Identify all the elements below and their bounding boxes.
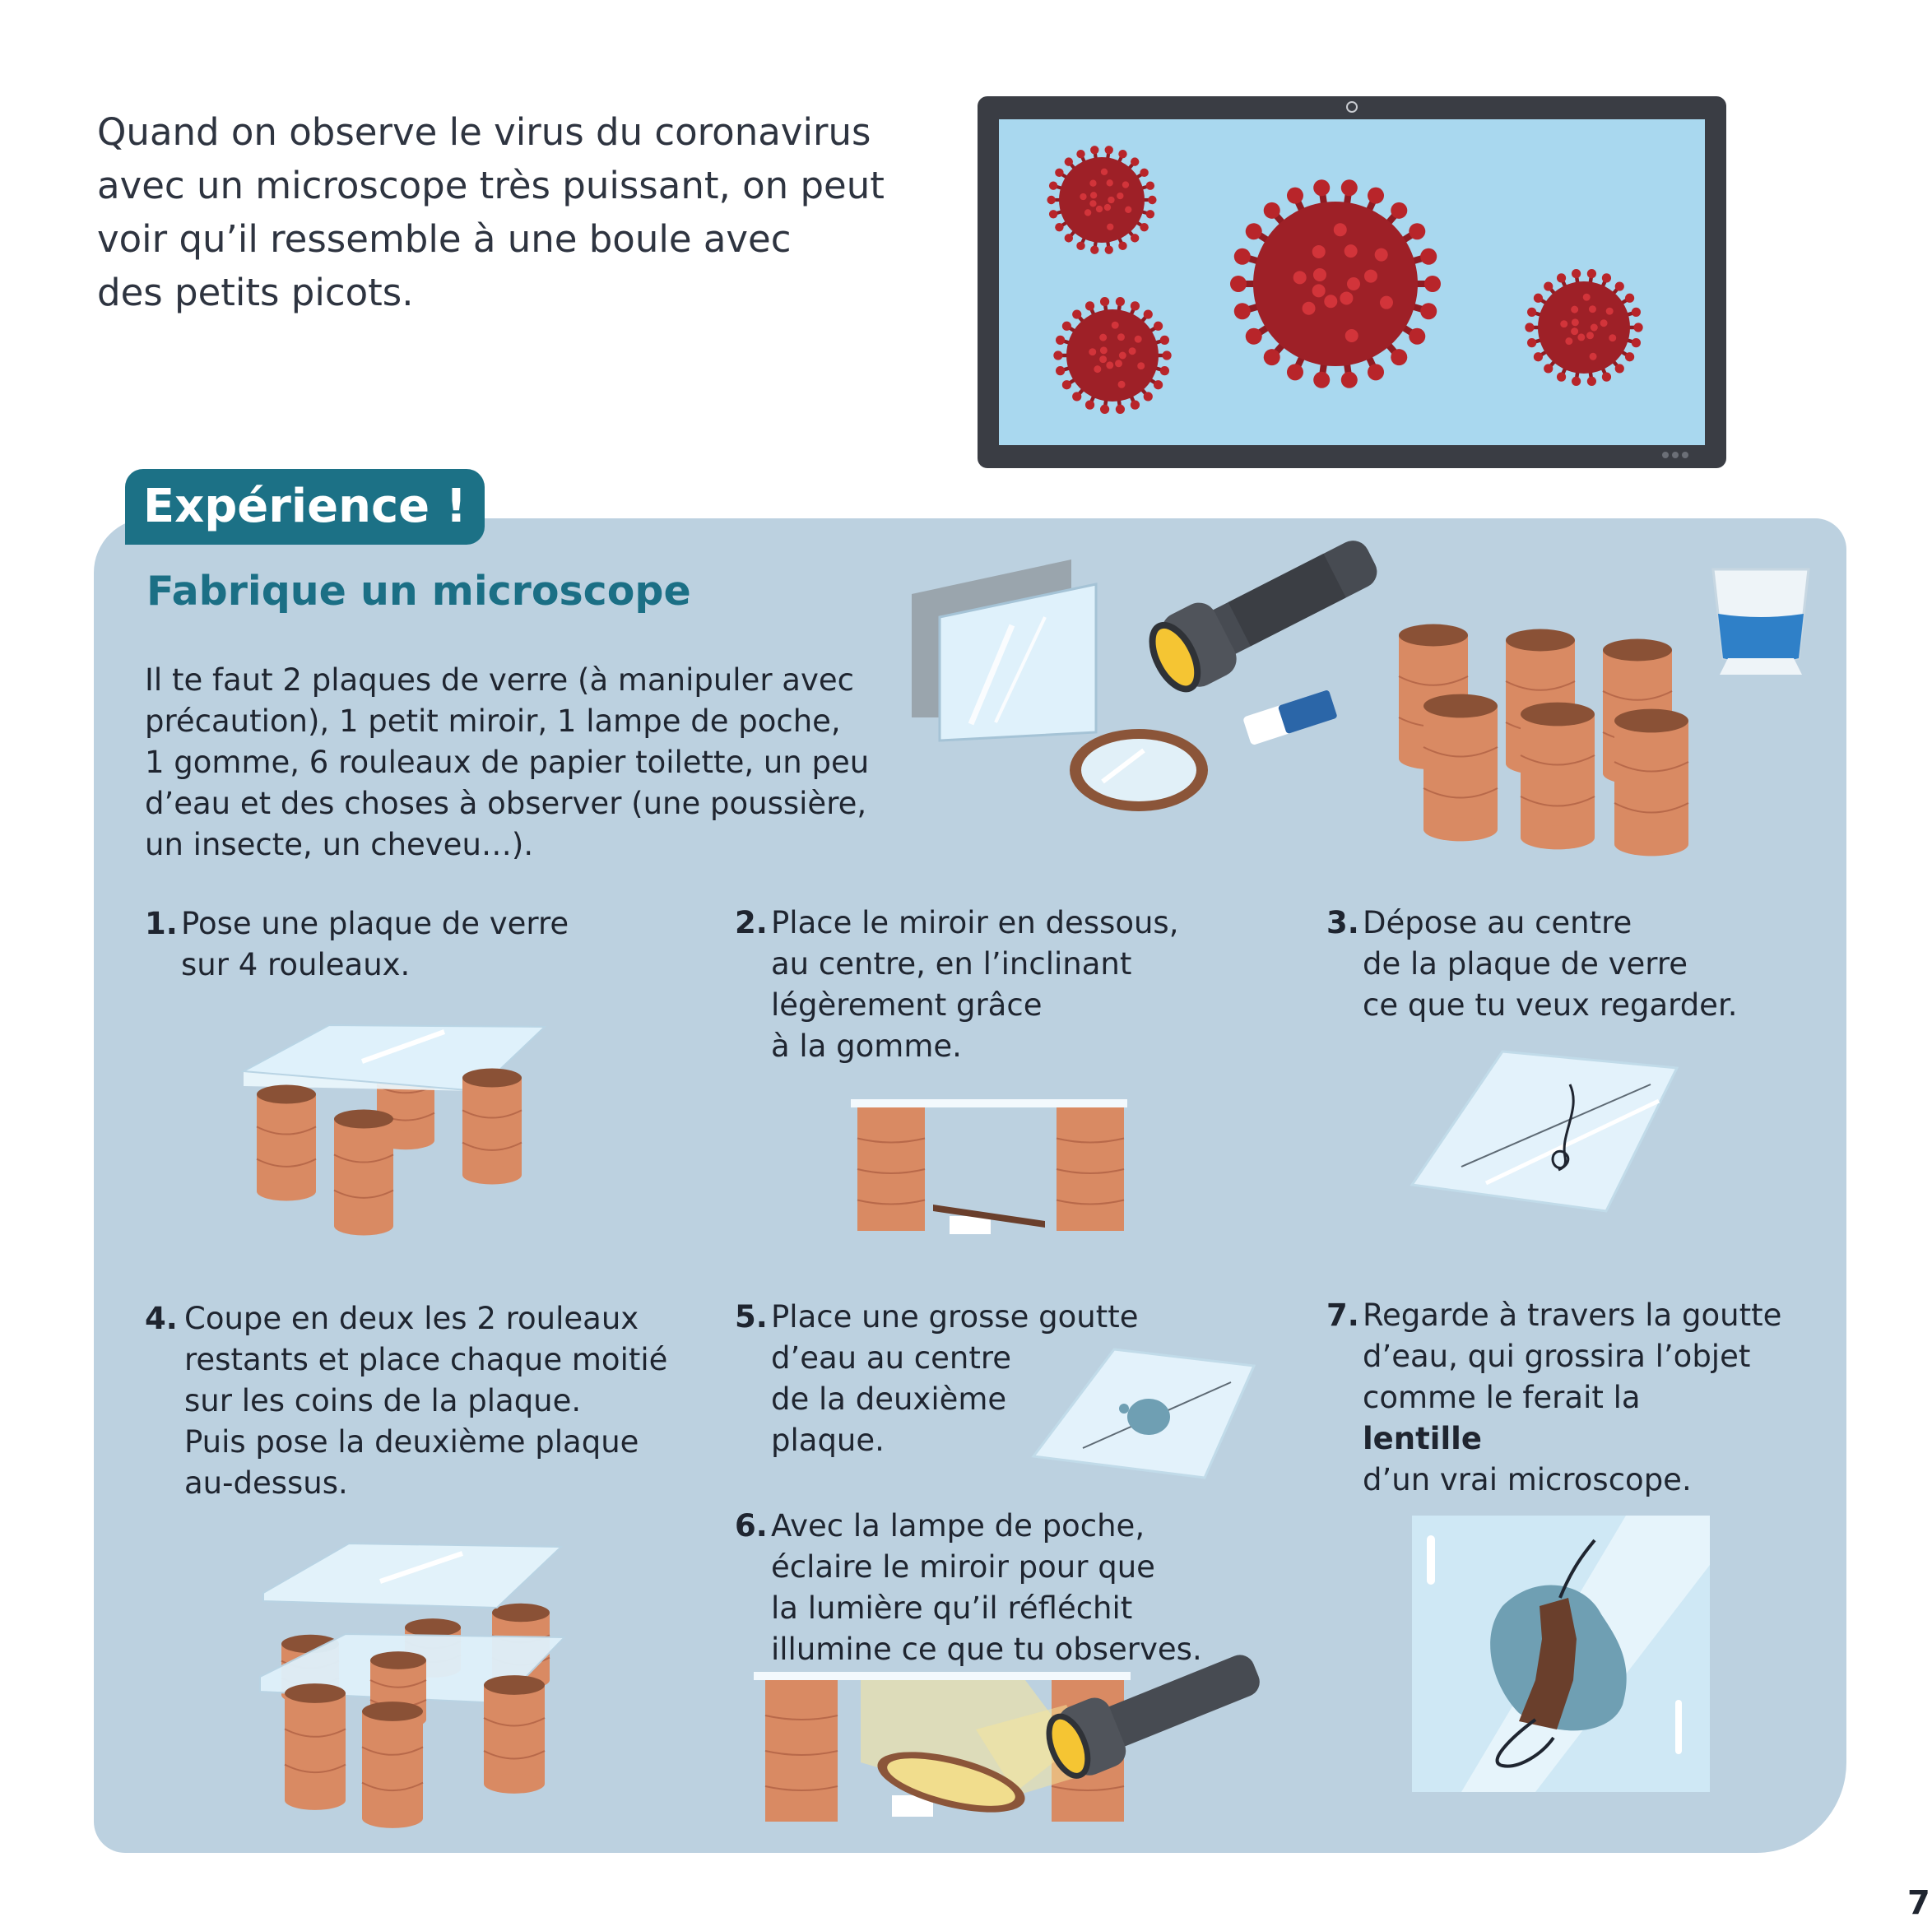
toilet-roll-icon bbox=[256, 1084, 317, 1201]
step-line: plaque. bbox=[771, 1423, 885, 1458]
step-line: Puis pose la deuxième plaque bbox=[184, 1424, 639, 1460]
toilet-roll-icon bbox=[1423, 694, 1498, 842]
intro-line: avec un microscope très puissant, on peu… bbox=[97, 164, 885, 207]
step-number: 6. bbox=[735, 1508, 768, 1544]
step-5-illustration bbox=[1031, 1348, 1256, 1479]
step-text: comme le ferait la bbox=[1363, 1380, 1641, 1415]
step-line: sur 4 rouleaux. bbox=[181, 947, 411, 982]
step-line: Dépose au centre bbox=[1363, 905, 1632, 940]
step-line: Pose une plaque de verre bbox=[181, 906, 569, 941]
step-line: Regarde à travers la goutte bbox=[1363, 1298, 1782, 1333]
step-number: 5. bbox=[735, 1299, 768, 1335]
screen-virus-illustration bbox=[978, 96, 1726, 468]
mirror-icon bbox=[1070, 729, 1208, 811]
supplies-line: d’eau et des choses à observer (une pous… bbox=[145, 786, 867, 821]
virus-icon bbox=[1047, 146, 1157, 254]
toilet-roll-icon bbox=[1520, 702, 1595, 850]
step-number: 7. bbox=[1326, 1298, 1359, 1333]
intro-line: voir qu’il ressemble à une boule avec bbox=[97, 217, 792, 261]
supplies-line: un insecte, un cheveu…). bbox=[145, 827, 534, 862]
step-line: sur les coins de la plaque. bbox=[184, 1383, 582, 1418]
step-line: de la deuxième bbox=[771, 1381, 1007, 1417]
toilet-roll-icon bbox=[284, 1683, 346, 1810]
step-line: restants et place chaque moitié bbox=[184, 1342, 668, 1377]
toilet-roll-icon bbox=[764, 1680, 838, 1822]
supplies-illustration bbox=[912, 541, 1810, 857]
step-line: éclaire le miroir pour que bbox=[771, 1549, 1155, 1585]
supplies-line: précaution), 1 petit miroir, 1 lampe de … bbox=[145, 703, 841, 739]
virus-icon bbox=[1525, 268, 1643, 387]
toilet-roll-icon bbox=[857, 1107, 926, 1231]
supplies-text: Il te faut 2 plaques de verre (à manipul… bbox=[145, 660, 918, 866]
step-6-illustration bbox=[754, 1655, 1260, 1822]
page-number: 7 bbox=[1907, 1884, 1930, 1922]
step-line: au centre, en l’inclinant bbox=[771, 946, 1132, 982]
toilet-roll-icon bbox=[1056, 1107, 1125, 1231]
step-number: 1. bbox=[145, 906, 178, 941]
step-7-illustration bbox=[1412, 1516, 1710, 1792]
flashlight-icon bbox=[1149, 541, 1377, 693]
toilet-roll-icon bbox=[1614, 708, 1689, 857]
step-line: Coupe en deux les 2 rouleaux bbox=[184, 1301, 639, 1336]
water-glass-icon bbox=[1711, 568, 1810, 675]
toilet-roll-icon bbox=[462, 1068, 522, 1185]
step-line: comme le ferait la lentille bbox=[1363, 1377, 1781, 1460]
step-line: à la gomme. bbox=[771, 1028, 962, 1064]
step-number: 4. bbox=[145, 1301, 178, 1336]
supplies-line: Il te faut 2 plaques de verre (à manipul… bbox=[145, 662, 854, 698]
step-1-illustration bbox=[240, 1024, 547, 1236]
step-line: ce que tu veux regarder. bbox=[1363, 987, 1738, 1023]
toilet-roll-icon bbox=[361, 1701, 424, 1828]
experience-tag: Expérience ! bbox=[125, 469, 485, 545]
lens-keyword: lentille bbox=[1363, 1421, 1482, 1456]
intro-text: Quand on observe le virus du coronavirus… bbox=[97, 105, 887, 319]
step-line: la lumière qu’il réfléchit bbox=[771, 1590, 1133, 1626]
step-line: Place une grosse goutte bbox=[771, 1299, 1139, 1335]
flashlight-icon bbox=[1046, 1655, 1260, 1779]
step-3-illustration bbox=[1410, 1050, 1679, 1213]
glass-plates-icon bbox=[912, 559, 1098, 742]
virus-icon bbox=[1230, 179, 1441, 388]
supplies-line: 1 gomme, 6 rouleaux de papier toilette, … bbox=[145, 745, 870, 780]
eraser-icon bbox=[1243, 690, 1337, 745]
step-4-illustration bbox=[259, 1542, 567, 1828]
rolls-icon bbox=[1398, 624, 1689, 857]
step-line: légèrement grâce bbox=[771, 987, 1043, 1023]
step-line: d’eau au centre bbox=[771, 1340, 1012, 1376]
toilet-roll-icon bbox=[483, 1675, 546, 1794]
toilet-roll-icon bbox=[333, 1109, 394, 1236]
intro-line: Quand on observe le virus du coronavirus bbox=[97, 110, 871, 154]
intro-line: des petits picots. bbox=[97, 271, 414, 314]
step-line: de la plaque de verre bbox=[1363, 946, 1688, 982]
step-line: au-dessus. bbox=[184, 1465, 348, 1501]
experience-title: Fabrique un microscope bbox=[146, 568, 691, 615]
step-number: 2. bbox=[735, 905, 768, 940]
step-line: illumine ce que tu observes. bbox=[771, 1632, 1202, 1667]
step-line: Place le miroir en dessous, bbox=[771, 905, 1179, 940]
step-2-illustration bbox=[851, 1099, 1127, 1234]
step-line: Avec la lampe de poche, bbox=[771, 1508, 1145, 1544]
step-line: d’eau, qui grossira l’objet bbox=[1363, 1339, 1751, 1374]
virus-icon bbox=[1053, 296, 1172, 415]
step-number: 3. bbox=[1326, 905, 1359, 940]
step-line: d’un vrai microscope. bbox=[1363, 1462, 1692, 1497]
